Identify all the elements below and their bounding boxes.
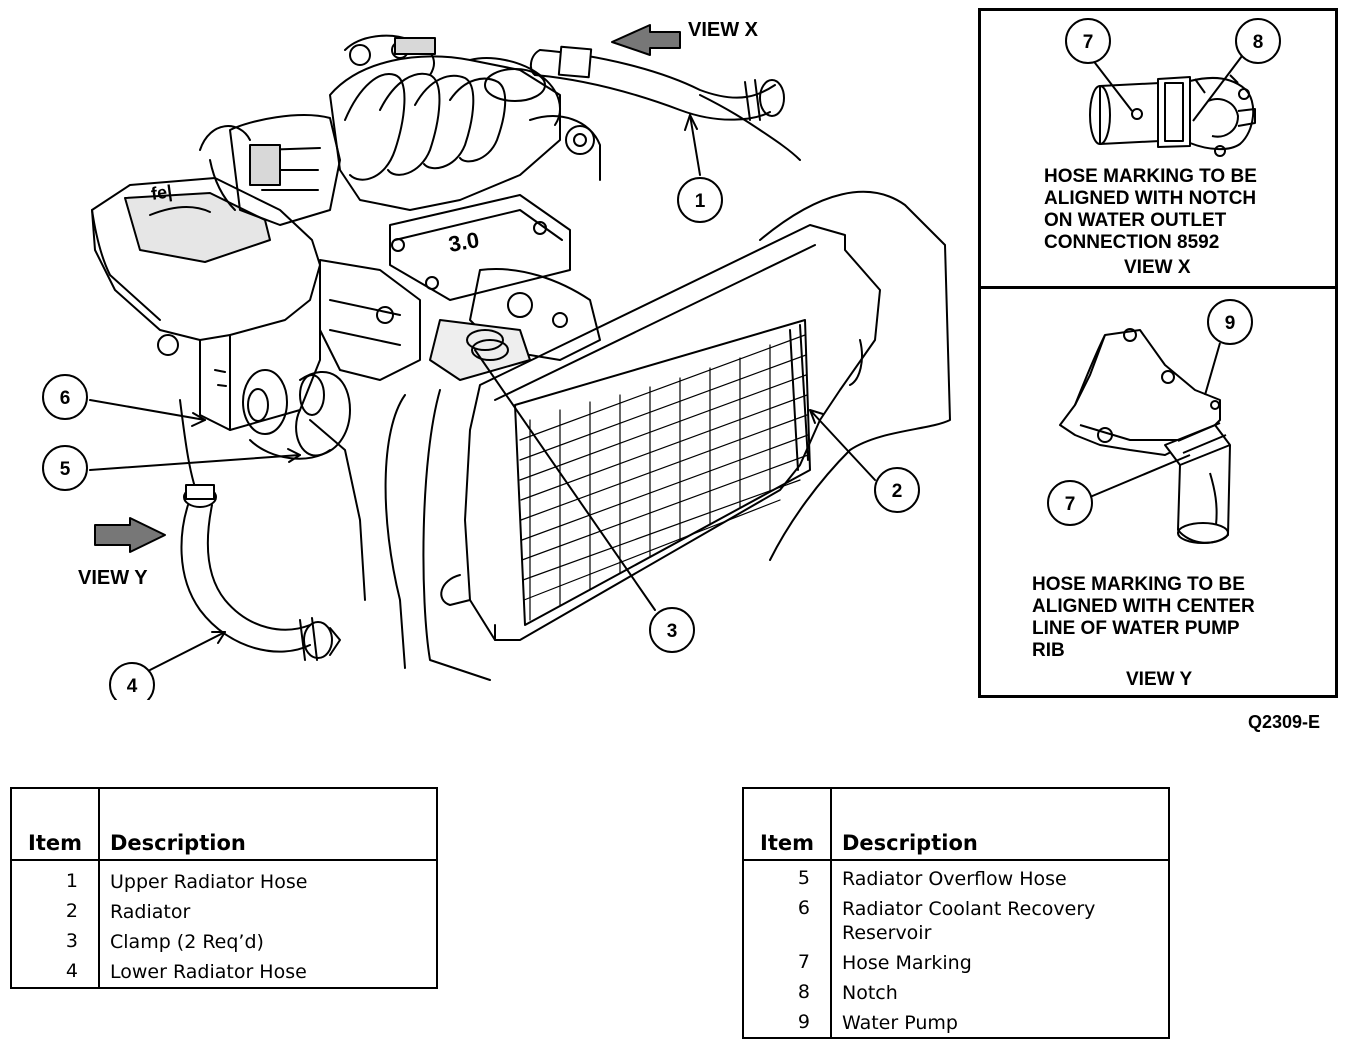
legend-item-description: Radiator Coolant Recovery Reservoir — [842, 897, 1095, 945]
engine-cooling-illustration: fe| — [42, 19, 951, 700]
radiator-overflow-hose — [242, 369, 351, 460]
fender-outline — [759, 190, 951, 561]
legend-item-description: Lower Radiator Hose — [110, 961, 307, 983]
inset-y-caption-line-2: ALIGNED WITH CENTER — [1032, 596, 1255, 617]
legend-item-description: Upper Radiator Hose — [110, 871, 308, 893]
legend-right-row: 5 Radiator Overflow Hose — [744, 865, 1168, 895]
legend-left-header-item: Item — [28, 831, 82, 855]
legend-item-number: 1 — [65, 870, 78, 892]
coolant-recovery-reservoir: fe| — [91, 177, 321, 431]
legend-right-row: 6 Radiator Coolant Recovery Reservoir — [744, 895, 1168, 949]
legend-table-right: Item Description 5 Radiator Overflow Hos… — [742, 787, 1170, 1039]
legend-left-row: 1 Upper Radiator Hose — [12, 868, 436, 898]
legend-left-header: Item Description — [12, 789, 436, 861]
inset-x-caption-line-2: ALIGNED WITH NOTCH — [1044, 188, 1257, 209]
inset-y-caption-line-4: RIB — [1032, 640, 1065, 661]
legend-item-description: Hose Marking — [842, 952, 972, 974]
clamp-upper — [471, 339, 509, 361]
leader-line-2 — [809, 409, 876, 481]
callout-3: 3 — [667, 621, 678, 642]
radiator — [440, 224, 881, 641]
leader-line-3 — [474, 349, 656, 611]
legend-item-description: Radiator Overflow Hose — [842, 868, 1067, 890]
view-x-arrow — [611, 24, 681, 56]
legend-left-row: 4 Lower Radiator Hose — [12, 958, 436, 988]
legend-right-row: 9 Water Pump — [744, 1009, 1168, 1039]
inset-x-caption-line-4: CONNECTION 8592 — [1044, 232, 1220, 253]
water-outlet-connection-drawing: 7 8 — [1065, 18, 1281, 157]
legend-left-item-column — [12, 789, 100, 987]
leader-line-1 — [689, 114, 701, 176]
inset-y-view-label: VIEW Y — [1126, 669, 1193, 690]
inset-y-callout-7: 7 — [1065, 494, 1076, 515]
leader-line-4 — [149, 631, 226, 671]
svg-text:fe|: fe| — [150, 181, 174, 204]
legend-item-number: 2 — [65, 900, 78, 922]
legend-item-number: 9 — [797, 1011, 810, 1033]
inset-panel — [978, 8, 1338, 698]
legend-item-number: 8 — [797, 981, 810, 1003]
callout-circle-4 — [109, 662, 155, 700]
inset-x-caption-line-1: HOSE MARKING TO BE — [1044, 166, 1257, 187]
legend-item-number: 7 — [797, 951, 810, 973]
inset-y-caption-line-3: LINE OF WATER PUMP — [1032, 618, 1240, 639]
inset-x-callout-8: 8 — [1253, 32, 1264, 53]
figure-id: Q2309-E — [1248, 712, 1321, 732]
legend-item-number: 6 — [797, 897, 810, 919]
legend-item-number: 5 — [797, 867, 810, 889]
legend-right-row: 7 Hose Marking — [744, 949, 1168, 979]
inset-divider — [978, 286, 1338, 289]
view-y-arrow — [94, 517, 166, 553]
legend-item-description: Clamp (2 Req’d) — [110, 931, 264, 953]
engine-badge: 3.0 — [447, 227, 481, 257]
callout-circle-3 — [649, 607, 695, 653]
callout-5: 5 — [60, 459, 71, 480]
water-pump-drawing: 9 7 — [1047, 299, 1253, 544]
callout-circle-6 — [42, 374, 88, 420]
legend-item-description-line-2: Reservoir — [842, 922, 932, 944]
callout-circle-1 — [677, 177, 723, 223]
lower-radiator-hose — [180, 484, 341, 661]
legend-table-left: Item Description 1 Upper Radiator Hose 2… — [10, 787, 438, 989]
legend-right-row: 8 Notch — [744, 979, 1168, 1009]
legend-item-number: 4 — [65, 960, 78, 982]
inset-x-caption: HOSE MARKING TO BE ALIGNED WITH NOTCH ON… — [1044, 166, 1257, 254]
engine-block: 3.0 — [199, 34, 601, 381]
leader-line-5 — [89, 454, 301, 471]
view-y-label: VIEW Y — [78, 567, 148, 589]
body-panel-outline — [422, 389, 491, 681]
legend-left-row: 2 Radiator — [12, 898, 436, 928]
legend-right-header-item: Item — [760, 831, 814, 855]
legend-right-item-column — [744, 789, 832, 1037]
view-x-label: VIEW X — [688, 19, 759, 41]
inset-y-caption-line-1: HOSE MARKING TO BE — [1032, 574, 1245, 595]
inset-x-caption-line-3: ON WATER OUTLET — [1044, 210, 1227, 231]
legend-right-header: Item Description — [744, 789, 1168, 861]
legend-right-header-description: Description — [842, 831, 978, 855]
body-panel-outline — [384, 394, 406, 669]
legend-item-description-line-1: Radiator Coolant Recovery — [842, 898, 1096, 920]
legend-item-description: Radiator — [110, 901, 191, 923]
inset-x-view-label: VIEW X — [1124, 257, 1191, 278]
legend-left-header-description: Description — [110, 831, 246, 855]
callout-4: 4 — [127, 676, 138, 697]
callout-circle-2 — [874, 467, 920, 513]
callout-2: 2 — [892, 481, 903, 502]
legend-item-description: Water Pump — [842, 1012, 958, 1034]
inset-y-callout-9: 9 — [1225, 313, 1236, 334]
legend-item-number: 3 — [65, 930, 78, 952]
inset-y-caption: HOSE MARKING TO BE ALIGNED WITH CENTER L… — [1032, 574, 1255, 662]
callout-6: 6 — [60, 388, 71, 409]
leader-line-6 — [89, 399, 206, 421]
legend-item-description: Notch — [842, 982, 898, 1004]
upper-radiator-hose — [529, 45, 801, 161]
callout-1: 1 — [695, 191, 706, 212]
legend-left-row: 3 Clamp (2 Req’d) — [12, 928, 436, 958]
inset-x-callout-7: 7 — [1083, 32, 1094, 53]
callout-circle-5 — [42, 445, 88, 491]
